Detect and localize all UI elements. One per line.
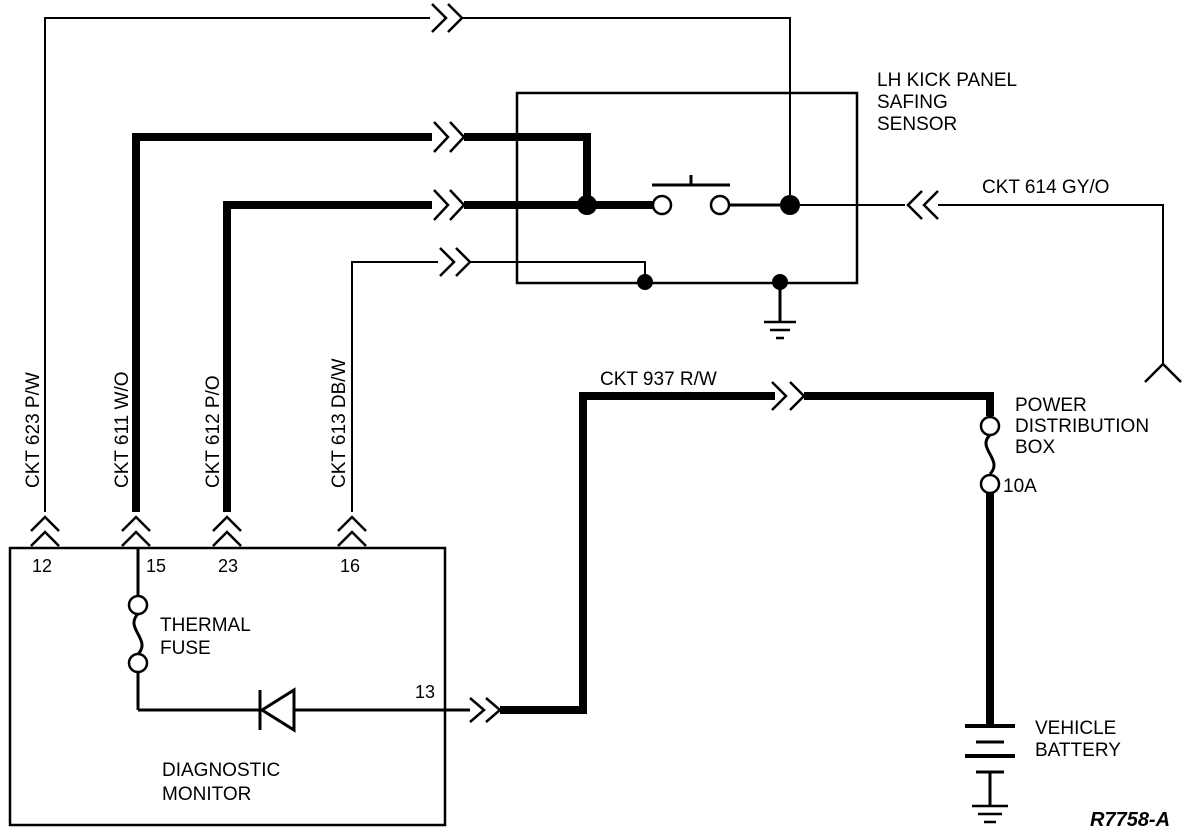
- thermal-fuse-label-2: FUSE: [160, 638, 211, 659]
- battery-label-1: VEHICLE: [1035, 718, 1116, 739]
- junction-dot: [780, 195, 800, 215]
- pin-12-label: 12: [32, 556, 52, 576]
- diagnostic-monitor-box: [8, 546, 447, 827]
- ckt-611-wire: [132, 133, 432, 512]
- pin-15-label: 15: [146, 556, 166, 576]
- safing-sensor-box: [515, 91, 859, 285]
- pdb-label-2: DISTRIBUTION: [1015, 416, 1149, 437]
- thermal-fuse-symbol: [127, 548, 260, 712]
- ckt-612-label: CKT 612 P/O: [203, 375, 224, 488]
- ckt-611-label: CKT 611 W/O: [112, 372, 133, 489]
- ckt-612-wire: [223, 201, 432, 512]
- connector-612-top-icon: [433, 189, 466, 221]
- connector-613-top-icon: [439, 247, 472, 277]
- pin-23-label: 23: [218, 556, 238, 576]
- pdb-fuse-symbol: [979, 415, 1001, 495]
- pin-16-label: 16: [340, 556, 360, 576]
- pdb-label-3: BOX: [1015, 437, 1055, 458]
- battery-label-2: BATTERY: [1035, 740, 1121, 761]
- connector-937-icon: [771, 381, 806, 411]
- diagnostic-monitor-label-2: MONITOR: [162, 784, 251, 805]
- junction-dot: [772, 274, 788, 290]
- connector-623-top-icon: [431, 3, 464, 33]
- ckt-937-label: CKT 937 R/W: [600, 369, 717, 390]
- safing-switch-symbol: [651, 175, 790, 216]
- safing-sensor-label-2: SAFING: [877, 92, 948, 113]
- connector-15-icon: [121, 515, 151, 547]
- pin-13-label: 13: [415, 682, 435, 702]
- connector-611-top-icon: [433, 121, 466, 153]
- connector-614-icon: [906, 190, 939, 220]
- safing-sensor-label-1: LH KICK PANEL: [877, 70, 1017, 91]
- ckt-613-wire: [351, 261, 438, 512]
- pdb-label-1: POWER: [1015, 395, 1087, 416]
- battery-icon: [965, 724, 1015, 824]
- safing-sensor-label-3: SENSOR: [877, 114, 957, 135]
- connector-16-icon: [337, 515, 367, 547]
- diode-symbol: [258, 687, 470, 733]
- figure-id: R7758-A: [1090, 809, 1170, 831]
- ckt-623-wire: [44, 17, 430, 512]
- connector-13-icon: [469, 697, 502, 723]
- connector-12-icon: [30, 515, 60, 547]
- pdb-rating-label: 10A: [1003, 476, 1037, 497]
- diagnostic-monitor-label-1: DIAGNOSTIC: [162, 760, 280, 781]
- ckt-937-wire: [500, 392, 775, 714]
- connector-23-icon: [212, 515, 242, 547]
- connector-614-end-icon: [1144, 362, 1182, 383]
- ckt-614-label: CKT 614 GY/O: [982, 177, 1109, 198]
- ckt-623-label: CKT 623 P/W: [23, 372, 44, 488]
- ckt-613-label: CKT 613 DB/W: [329, 358, 350, 488]
- thermal-fuse-label-1: THERMAL: [160, 615, 251, 636]
